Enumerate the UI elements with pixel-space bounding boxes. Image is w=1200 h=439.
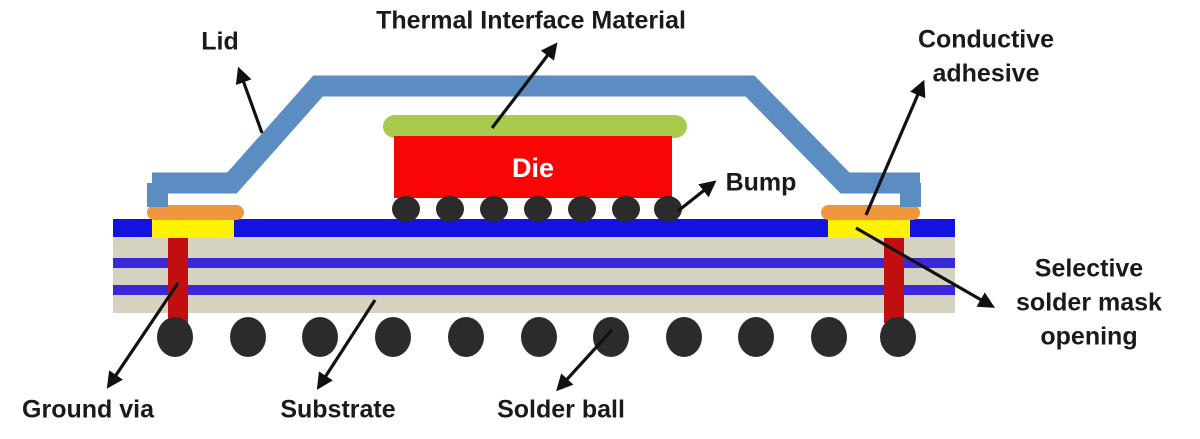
label-selective-line2: solder mask bbox=[1016, 289, 1162, 317]
solder-mask-opening-group bbox=[152, 218, 910, 238]
conductive-adhesive-group bbox=[147, 205, 920, 220]
label-thermal-interface-material: Thermal Interface Material bbox=[376, 7, 686, 35]
label-solder-ball: Solder ball bbox=[497, 396, 625, 424]
solder-ball bbox=[521, 317, 557, 357]
conductive-adhesive-left bbox=[147, 205, 244, 220]
label-bump: Bump bbox=[726, 169, 797, 197]
label-selective-line3: opening bbox=[1040, 323, 1137, 351]
lid-group bbox=[147, 75, 921, 207]
label-die: Die bbox=[512, 153, 554, 183]
substrate-group bbox=[113, 219, 955, 313]
label-substrate: Substrate bbox=[280, 396, 395, 424]
solder-ball bbox=[666, 317, 702, 357]
bump-leader bbox=[677, 180, 717, 213]
solder-ball bbox=[738, 317, 774, 357]
solder-ball bbox=[811, 317, 847, 357]
bump-group bbox=[392, 196, 682, 222]
label-selective-line1: Selective bbox=[1035, 255, 1144, 283]
lid-body bbox=[152, 75, 920, 194]
ground-via-left bbox=[168, 228, 188, 323]
solder-ball bbox=[880, 317, 916, 357]
solder-ball bbox=[302, 317, 338, 357]
lid-leader bbox=[235, 66, 264, 134]
solder-ball-leader bbox=[556, 328, 614, 392]
conductive-adhesive-right bbox=[821, 205, 920, 220]
bump bbox=[568, 196, 596, 222]
selective-solder-mask-opening-left bbox=[152, 218, 234, 238]
tim-leader bbox=[490, 42, 558, 129]
bump bbox=[524, 196, 552, 222]
solder-ball bbox=[448, 317, 484, 357]
conductive-adhesive-leader bbox=[864, 79, 926, 216]
lid-right-foot bbox=[900, 183, 921, 207]
selective-leader bbox=[855, 226, 995, 308]
substrate-body bbox=[113, 237, 955, 313]
ground-via-right bbox=[884, 228, 904, 323]
lid-left-foot bbox=[147, 183, 168, 207]
die-body bbox=[394, 136, 672, 198]
ground-via-leader bbox=[106, 282, 180, 389]
bump bbox=[480, 196, 508, 222]
solder-ball bbox=[593, 317, 629, 357]
label-ground-via: Ground via bbox=[22, 396, 155, 424]
bump bbox=[612, 196, 640, 222]
selective-solder-mask-opening-right bbox=[828, 218, 910, 238]
solder-ball bbox=[157, 317, 193, 357]
substrate-trace-layer-2 bbox=[113, 285, 955, 295]
thermal-interface-material-layer bbox=[383, 115, 687, 138]
solder-ball bbox=[230, 317, 266, 357]
bump bbox=[392, 196, 420, 222]
bump bbox=[436, 196, 464, 222]
leader-line-group bbox=[106, 42, 995, 392]
solder-ball bbox=[375, 317, 411, 357]
substrate-leader bbox=[316, 299, 377, 390]
label-conductive-adhesive-line2: adhesive bbox=[932, 60, 1039, 88]
label-conductive-adhesive-line1: Conductive bbox=[918, 26, 1054, 54]
substrate-trace-layer-1 bbox=[113, 258, 955, 268]
label-lid: Lid bbox=[201, 28, 239, 56]
solder-ball-group bbox=[157, 317, 916, 357]
solder-mask-layer bbox=[113, 219, 955, 237]
bump bbox=[654, 196, 682, 222]
